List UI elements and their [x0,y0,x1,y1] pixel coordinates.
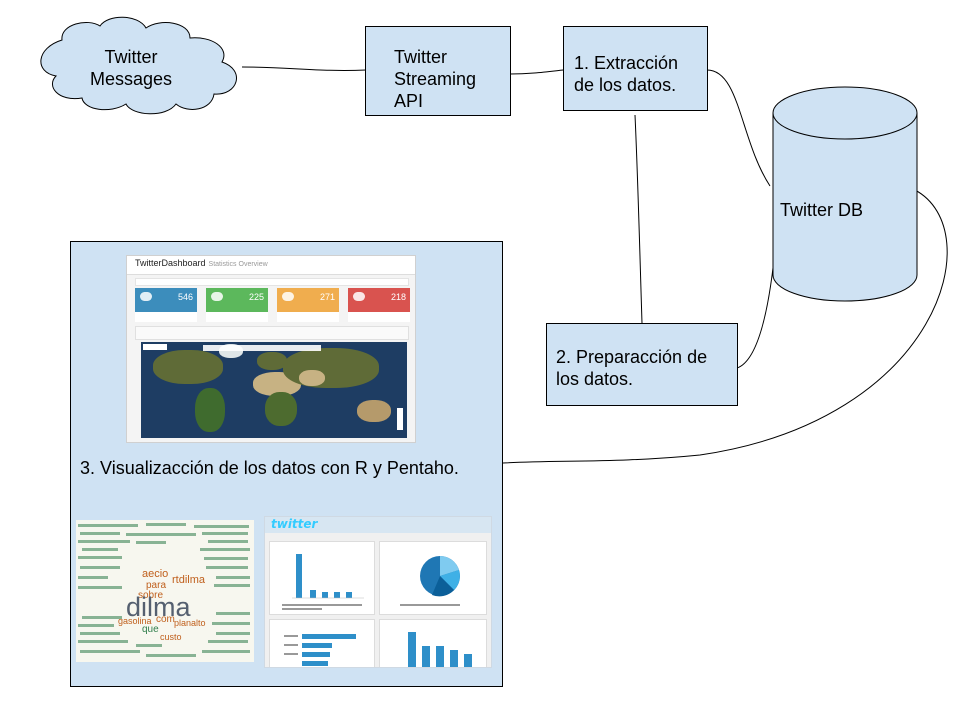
map-panel-header [135,326,409,340]
visualization-label: 3. Visualizacción de los datos con R y P… [80,458,459,478]
word-planalto: planalto [174,618,206,628]
word-cloud-noise [78,523,250,657]
preparation-label-line1: 2. Preparacción de [556,347,708,367]
australia [357,400,391,422]
europe [257,352,287,370]
africa-south [265,392,297,426]
chart-panel-bottom-right [379,619,487,667]
connector-extraction-preparation [634,114,643,324]
comment-icon [282,292,294,301]
connector-api-extraction [509,69,564,75]
word-gasolina: gasolina [118,616,152,626]
streaming-api-box [365,26,511,116]
word-custo: custo [160,632,182,642]
twitter-db-cylinder-rim [772,112,918,140]
asia [283,348,379,388]
stat-tile-1: 546 [135,288,197,322]
hbar-chart [284,634,356,666]
twitter-db-cylinder [772,86,918,302]
word-dilma: dilma [126,592,191,622]
map-type-control[interactable] [143,344,167,350]
word-com: com [156,614,175,625]
twitter-messages-cloud [40,16,237,115]
connector-db-visualization [502,189,948,464]
extraction-label-line2: de los datos. [574,75,677,95]
word-aecio: aecio [142,568,169,580]
extraction-label-line1: 1. Extracción [574,53,679,73]
chart-panel-bottom-left [269,619,375,667]
preparation-box [546,323,738,406]
stat-tile-2: 225 [206,288,268,322]
comment-icon [353,292,365,301]
stat-tile-4-value: 218 [390,292,406,302]
north-america [153,350,223,384]
stat-tile-3: 271 [277,288,339,322]
connector-db-preparation [736,249,776,369]
streaming-api-label-line1: Twitter [394,47,448,67]
word-para: para [146,580,167,591]
pie-chart [400,556,460,606]
zoom-control[interactable] [397,408,403,430]
word-que: que [142,624,159,635]
dashboard-breadcrumb [135,278,409,286]
bar-chart-1 [282,554,364,610]
word-sobre: sobre [138,590,164,601]
dashboard-title-text: TwitterDashboard [135,258,206,268]
comment-icon [140,292,152,301]
word-cloud: aecio rtdilma para sobre dilma gasolina … [76,520,254,662]
streaming-api-label-line2: Streaming [394,69,477,89]
streaming-api-label-line3: API [394,91,424,111]
south-america [195,388,225,432]
twitter-messages-label: Twitter Messages [89,47,173,89]
pentaho-header: twitter [265,517,491,533]
stat-tile-1-value: 546 [177,292,193,302]
middle-east [299,370,325,386]
bar-chart-2 [408,632,472,667]
twitter-logo: twitter [271,517,318,531]
extraction-box [563,26,708,111]
word-rtdilma: rtdilma [172,574,206,586]
connector-extraction-db [706,69,771,187]
stat-tile-3-value: 271 [319,292,335,302]
chart-panel-top-left [269,541,375,615]
chart-panel-top-right [379,541,487,615]
map-filter-buttons[interactable] [203,345,321,351]
comment-icon [211,292,223,301]
stat-tile-2-value: 225 [248,292,264,302]
preparation-label-line2: los datos. [556,369,634,389]
pentaho-dashboard-screenshot: twitter [264,516,492,668]
dashboard-subtitle: Statistics Overview [208,261,268,268]
stat-tile-4: 218 [348,288,410,322]
twitter-db-label: Twitter DB [780,200,864,220]
world-map [141,342,407,438]
connector-messages-api [241,66,367,71]
